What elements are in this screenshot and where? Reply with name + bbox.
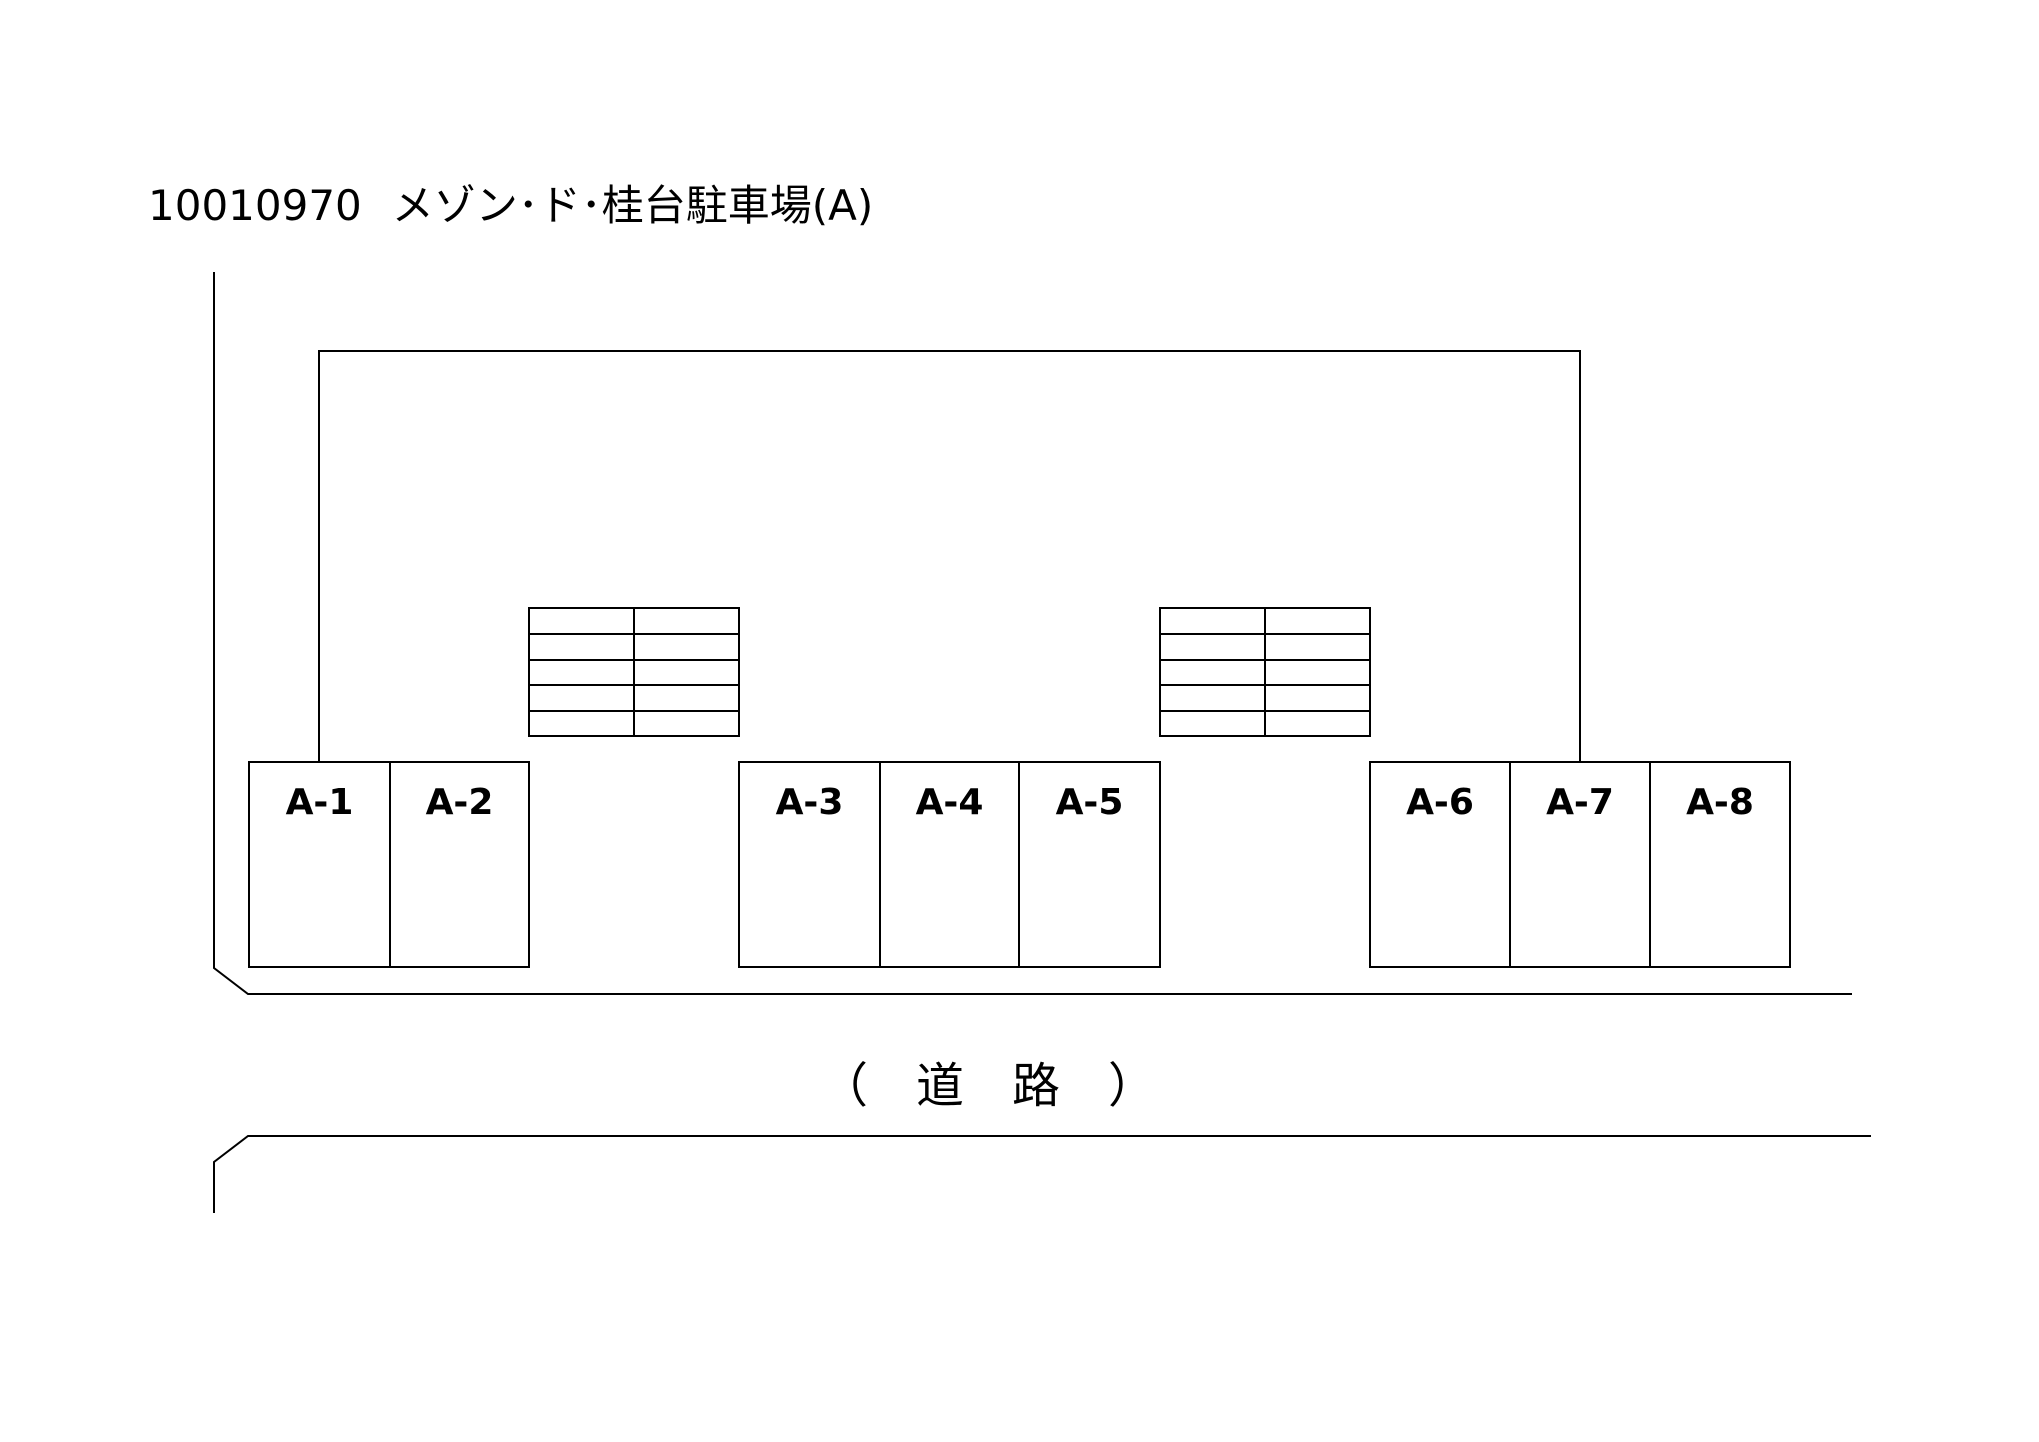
space-label-a4: A-4 bbox=[915, 782, 984, 823]
space-label-a6: A-6 bbox=[1406, 782, 1474, 823]
property-code: 10010970 bbox=[148, 181, 362, 230]
space-label-a5: A-5 bbox=[1055, 782, 1124, 823]
building-outline bbox=[318, 350, 1581, 762]
space-label-a2: A-2 bbox=[425, 782, 494, 823]
road-far-edge-line bbox=[213, 1135, 1871, 1213]
page-title: 10010970 メゾン･ド･桂台駐車場(A) bbox=[148, 172, 873, 233]
space-label-a8: A-8 bbox=[1686, 782, 1754, 823]
property-name: メゾン･ド･桂台駐車場(A) bbox=[391, 181, 874, 230]
space-label-a3: A-3 bbox=[775, 782, 844, 823]
space-label-a1: A-1 bbox=[285, 782, 354, 823]
left-boundary-line bbox=[213, 272, 1852, 995]
parking-group-1 bbox=[248, 761, 530, 968]
parking-group-2 bbox=[738, 761, 1161, 968]
stair-block-right bbox=[1159, 607, 1371, 737]
road-label: （ 道 路 ） bbox=[820, 1058, 1157, 1114]
parking-group-3 bbox=[1369, 761, 1791, 968]
stair-block-left bbox=[528, 607, 740, 737]
space-label-a7: A-7 bbox=[1546, 782, 1614, 823]
